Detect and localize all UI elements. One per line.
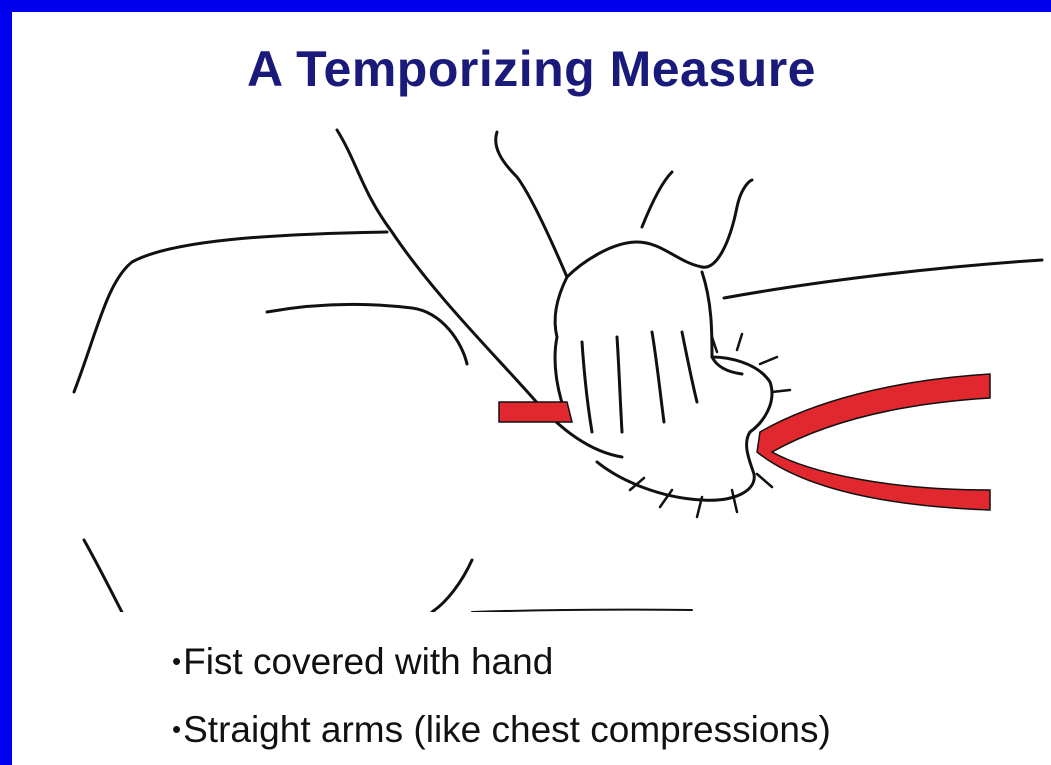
finger-2 <box>582 342 592 432</box>
vessel-left <box>499 402 572 422</box>
lower-body-bottom <box>472 610 692 612</box>
bullet-item: Fist covered with hand <box>172 627 831 695</box>
hand-outline <box>567 180 752 277</box>
finger-3 <box>617 337 622 432</box>
bullet-item: Straight arms (like chest compressions) <box>172 695 831 763</box>
blood-spikes <box>630 334 790 517</box>
finger-5 <box>682 332 697 402</box>
body-outline-left <box>74 232 387 392</box>
slide: A Temporizing Measure <box>12 12 1051 765</box>
lower-body-mid <box>432 560 472 612</box>
arm-line-left <box>337 130 622 457</box>
finger-4 <box>652 332 664 422</box>
lower-body-left <box>84 540 142 612</box>
vessel-right-branch <box>757 374 990 510</box>
body-outline-right <box>724 260 1042 298</box>
body-outline-inner <box>267 305 467 364</box>
arm-line-right <box>496 132 567 277</box>
hand-edge <box>555 277 567 337</box>
hand-finger-top <box>642 172 672 227</box>
bullet-list: Fist covered with hand Straight arms (li… <box>172 627 831 763</box>
compression-illustration <box>12 12 1051 612</box>
